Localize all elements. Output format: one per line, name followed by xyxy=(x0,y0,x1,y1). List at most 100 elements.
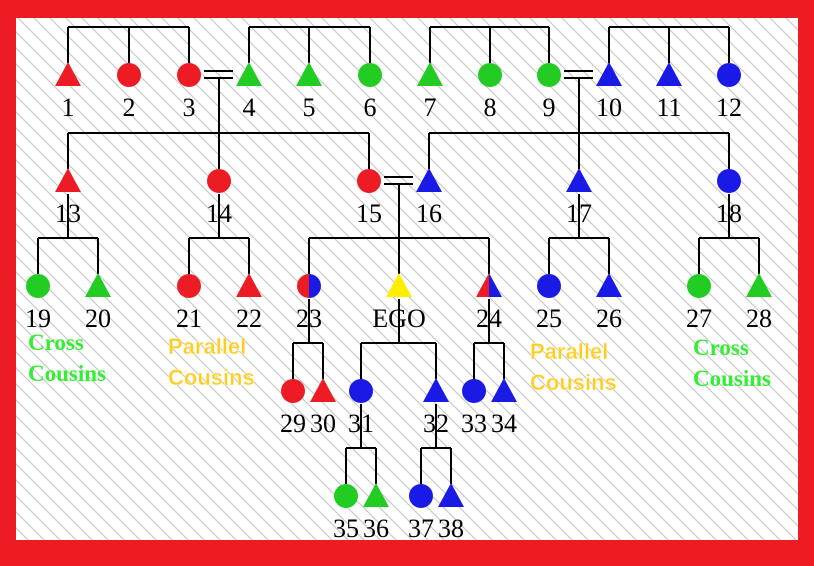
sibling-group-4-5-6 xyxy=(248,26,371,63)
person-14: 14 xyxy=(206,169,232,228)
person-label: 36 xyxy=(363,514,389,543)
sibling-group-10-11-12 xyxy=(608,26,730,63)
person-21: 21 xyxy=(176,274,202,333)
person-4: 4 xyxy=(236,62,262,122)
male-symbol xyxy=(746,273,772,297)
annotation-line: Parallel xyxy=(530,339,608,364)
connector-lines xyxy=(37,26,760,484)
female-symbol xyxy=(177,274,201,298)
female-symbol xyxy=(409,484,433,508)
person-label: 38 xyxy=(438,514,464,543)
person-label: 29 xyxy=(280,409,306,438)
person-label: 16 xyxy=(416,199,442,228)
sibling-group-19-20 xyxy=(37,194,99,274)
male-symbol xyxy=(386,273,412,297)
person-label: 10 xyxy=(596,93,622,122)
person-11: 11 xyxy=(656,62,682,122)
person-label: 19 xyxy=(25,304,51,333)
person-label: 26 xyxy=(596,304,622,333)
male-symbol-left-half xyxy=(476,273,489,297)
person-label: 14 xyxy=(206,199,232,228)
sibling-group-21-22 xyxy=(188,194,250,274)
person-label: 31 xyxy=(348,409,374,438)
female-symbol xyxy=(177,63,201,87)
person-label: 20 xyxy=(85,304,111,333)
person-27: 27 xyxy=(686,274,712,333)
sibling-group-35-36 xyxy=(345,404,377,484)
person-label: 32 xyxy=(423,409,449,438)
annotation-line: Cousins xyxy=(28,361,106,386)
person-label: 9 xyxy=(543,93,556,122)
person-25: 25 xyxy=(536,274,562,333)
female-symbol xyxy=(357,169,381,193)
person-2: 2 xyxy=(117,63,141,122)
person-15: 15 xyxy=(356,169,382,228)
person-18: 18 xyxy=(716,169,742,228)
sibling-group-7-8-9 xyxy=(429,26,550,63)
annotation-line: Cousins xyxy=(168,365,255,390)
person-label: 25 xyxy=(536,304,562,333)
person-9: 9 xyxy=(537,63,561,122)
sibling-group-27-28 xyxy=(698,194,760,274)
male-symbol xyxy=(566,168,592,192)
male-symbol xyxy=(236,62,262,86)
person-label: 3 xyxy=(183,93,196,122)
person-22: 22 xyxy=(236,273,262,333)
person-30: 30 xyxy=(310,378,336,438)
person-label: 22 xyxy=(236,304,262,333)
male-symbol xyxy=(417,62,443,86)
sibling-group-16-17-18 xyxy=(428,78,730,169)
male-symbol xyxy=(438,483,464,507)
person-label: 18 xyxy=(716,199,742,228)
male-symbol xyxy=(85,273,111,297)
female-symbol xyxy=(717,169,741,193)
female-symbol xyxy=(349,379,373,403)
female-symbol xyxy=(207,169,231,193)
annotation-line: Cross xyxy=(693,335,749,360)
male-symbol xyxy=(236,273,262,297)
female-symbol xyxy=(478,63,502,87)
female-symbol xyxy=(358,63,382,87)
male-symbol-right-half xyxy=(489,273,502,297)
sibling-group-25-26 xyxy=(548,194,610,274)
person-24: 24 xyxy=(476,273,502,333)
person-10: 10 xyxy=(596,62,622,122)
person-7: 7 xyxy=(417,62,443,122)
person-label: 12 xyxy=(716,93,742,122)
person-20: 20 xyxy=(85,273,111,333)
male-symbol xyxy=(491,378,517,402)
person-6: 6 xyxy=(358,63,382,122)
male-symbol xyxy=(596,62,622,86)
person-label: 33 xyxy=(461,409,487,438)
person-label: 30 xyxy=(310,409,336,438)
person-label: 27 xyxy=(686,304,712,333)
person-32: 32 xyxy=(423,378,449,438)
person-label: 17 xyxy=(566,199,592,228)
person-26: 26 xyxy=(596,273,622,333)
person-label: 34 xyxy=(491,409,517,438)
person-16: 16 xyxy=(416,168,442,228)
male-symbol xyxy=(596,273,622,297)
person-5: 5 xyxy=(296,62,322,122)
female-symbol xyxy=(717,63,741,87)
annotation-line: Cousins xyxy=(530,370,617,395)
male-symbol xyxy=(423,378,449,402)
female-symbol xyxy=(26,274,50,298)
male-symbol xyxy=(656,62,682,86)
person-13: 13 xyxy=(55,168,81,228)
female-symbol xyxy=(537,63,561,87)
person-38: 38 xyxy=(438,483,464,543)
person-37: 37 xyxy=(408,484,434,543)
annotation-line: Parallel xyxy=(168,334,246,359)
annotations-layer: CrossCousinsParallelCousinsParallelCousi… xyxy=(28,330,771,395)
person-label: 7 xyxy=(424,93,437,122)
person-8: 8 xyxy=(478,63,502,122)
female-symbol xyxy=(687,274,711,298)
person-1: 1 xyxy=(55,62,81,122)
